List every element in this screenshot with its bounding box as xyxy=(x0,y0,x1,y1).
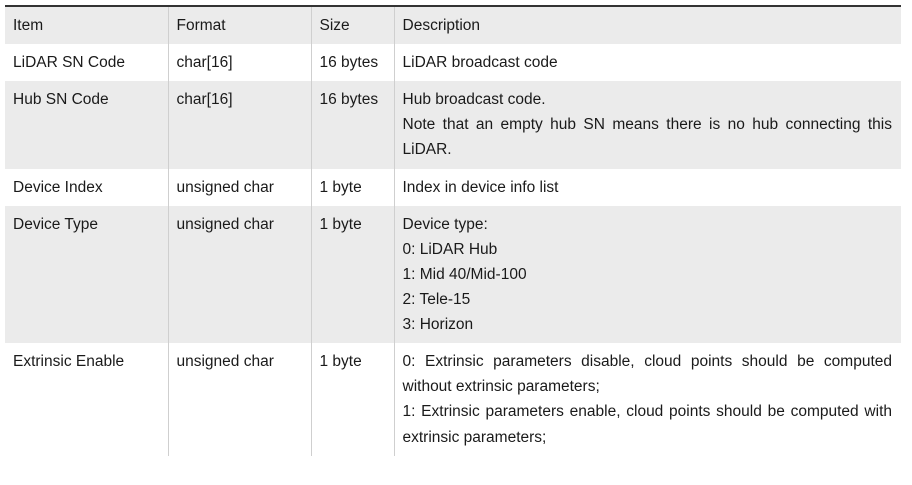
table-row: Device Index unsigned char 1 byte Index … xyxy=(5,168,901,206)
table-row: LiDAR SN Code char[16] 16 bytes LiDAR br… xyxy=(5,44,901,82)
table-row: Extrinsic Enable unsigned char 1 byte 0:… xyxy=(5,343,901,456)
header-row: Item Format Size Description xyxy=(5,6,901,45)
column-header-size: Size xyxy=(311,6,395,45)
description-line: 1: Extrinsic parameters enable, cloud po… xyxy=(402,403,893,446)
description-line: Device type: xyxy=(402,215,488,233)
description-line: 0: LiDAR Hub xyxy=(402,240,498,258)
cell-description: LiDAR broadcast code xyxy=(394,44,901,82)
description-line: 2: Tele-15 xyxy=(402,290,471,308)
cell-size: 16 bytes xyxy=(311,81,395,169)
table-row: Device Type unsigned char 1 byte Device … xyxy=(5,205,901,344)
cell-format: char[16] xyxy=(168,81,312,169)
cell-format: unsigned char xyxy=(168,168,312,206)
description-line: 3: Horizon xyxy=(402,316,474,334)
description-line: Note that an empty hub SN means there is… xyxy=(402,116,893,159)
cell-format: unsigned char xyxy=(168,205,312,344)
device-info-spec-table: Item Format Size Description LiDAR SN Co… xyxy=(5,5,901,456)
spec-table-container: Item Format Size Description LiDAR SN Co… xyxy=(5,5,901,456)
cell-item: Device Type xyxy=(5,205,169,344)
cell-format: unsigned char xyxy=(168,343,312,456)
cell-description: Index in device info list xyxy=(394,168,901,206)
cell-item: Device Index xyxy=(5,168,169,206)
cell-item: LiDAR SN Code xyxy=(5,44,169,82)
cell-size: 1 byte xyxy=(311,205,395,344)
column-header-format: Format xyxy=(168,6,312,45)
column-header-description: Description xyxy=(394,6,901,45)
cell-size: 16 bytes xyxy=(311,44,395,82)
cell-description: 0: Extrinsic parameters disable, cloud p… xyxy=(394,343,901,456)
table-header: Item Format Size Description xyxy=(5,6,901,45)
cell-size: 1 byte xyxy=(311,168,395,206)
cell-format: char[16] xyxy=(168,44,312,82)
description-line: 0: Extrinsic parameters disable, cloud p… xyxy=(402,353,893,396)
cell-item: Hub SN Code xyxy=(5,81,169,169)
description-line: 1: Mid 40/Mid-100 xyxy=(402,265,527,283)
cell-size: 1 byte xyxy=(311,343,395,456)
cell-description: Hub broadcast code. Note that an empty h… xyxy=(394,81,901,169)
cell-description: Device type: 0: LiDAR Hub 1: Mid 40/Mid-… xyxy=(394,205,901,344)
description-line: LiDAR broadcast code xyxy=(402,54,558,72)
description-line: Index in device info list xyxy=(402,178,559,196)
table-row: Hub SN Code char[16] 16 bytes Hub broadc… xyxy=(5,81,901,169)
table-body: LiDAR SN Code char[16] 16 bytes LiDAR br… xyxy=(5,44,901,456)
description-line: Hub broadcast code. xyxy=(402,91,546,109)
column-header-item: Item xyxy=(5,6,169,45)
cell-item: Extrinsic Enable xyxy=(5,343,169,456)
